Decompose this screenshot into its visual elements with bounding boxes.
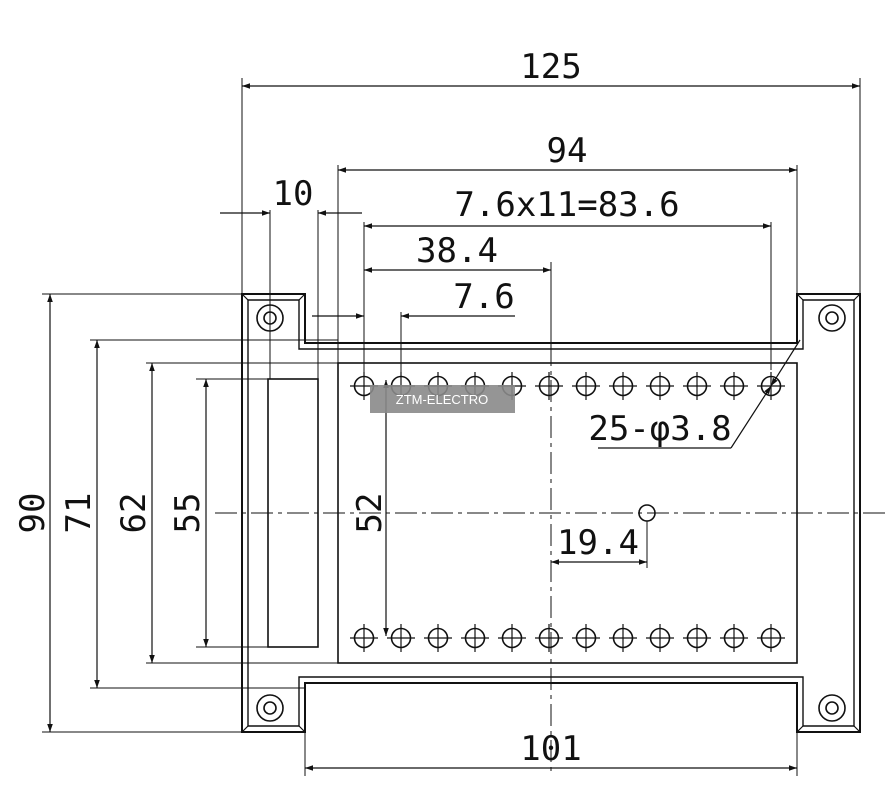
dim-text-terminal-span: 94	[547, 131, 588, 171]
dim-text-height-55: 55	[168, 493, 208, 534]
bottom-row-terminal	[424, 624, 452, 652]
bottom-row-terminal	[609, 624, 637, 652]
dim-text-center-offset: 19.4	[557, 523, 639, 563]
watermark: ZTM-ELECTRO	[370, 385, 515, 413]
terminal-row-bottom	[350, 624, 785, 652]
top-row-terminal	[572, 372, 600, 400]
bottom-row-terminal	[757, 624, 785, 652]
bottom-row-terminal	[572, 624, 600, 652]
center-lines	[215, 272, 886, 772]
corner-bevels	[241, 293, 861, 733]
hole-callout-leader	[598, 339, 801, 449]
bottom-row-terminal	[646, 624, 674, 652]
dim-text-pitch-formula: 7.6x11=83.6	[454, 185, 679, 225]
top-row-terminal	[683, 372, 711, 400]
dim-text-overall-width: 125	[520, 47, 581, 87]
dim-text-left-margin: 10	[273, 174, 314, 214]
top-row-terminal	[720, 372, 748, 400]
dim-text-to-center: 38.4	[416, 231, 498, 271]
watermark-text: ZTM-ELECTRO	[396, 392, 488, 407]
dim-text-row-spacing: 52	[350, 493, 390, 534]
top-row-terminal	[646, 372, 674, 400]
mounting-hole-top-right	[818, 304, 846, 332]
bottom-row-terminal	[720, 624, 748, 652]
bottom-row-terminal	[350, 624, 378, 652]
dim-text-height-71: 71	[59, 493, 99, 534]
top-row-terminal	[609, 372, 637, 400]
dim-text-pitch: 7.6	[453, 277, 514, 317]
dim-text-bottom-width: 101	[520, 729, 581, 769]
extension-lines	[42, 78, 861, 776]
dim-text-hole-callout: 25-φ3.8	[588, 409, 731, 449]
dim-text-overall-height: 90	[13, 493, 53, 534]
mounting-hole-bottom-left	[256, 694, 284, 722]
bottom-row-terminal	[535, 624, 563, 652]
mounting-hole-bottom-right	[818, 694, 846, 722]
bottom-row-terminal	[461, 624, 489, 652]
bottom-row-terminal	[498, 624, 526, 652]
top-row-terminal	[535, 372, 563, 400]
dim-text-height-62: 62	[114, 493, 154, 534]
bottom-row-terminal	[683, 624, 711, 652]
dimension-lines	[47, 83, 860, 771]
bottom-row-terminal	[387, 624, 415, 652]
